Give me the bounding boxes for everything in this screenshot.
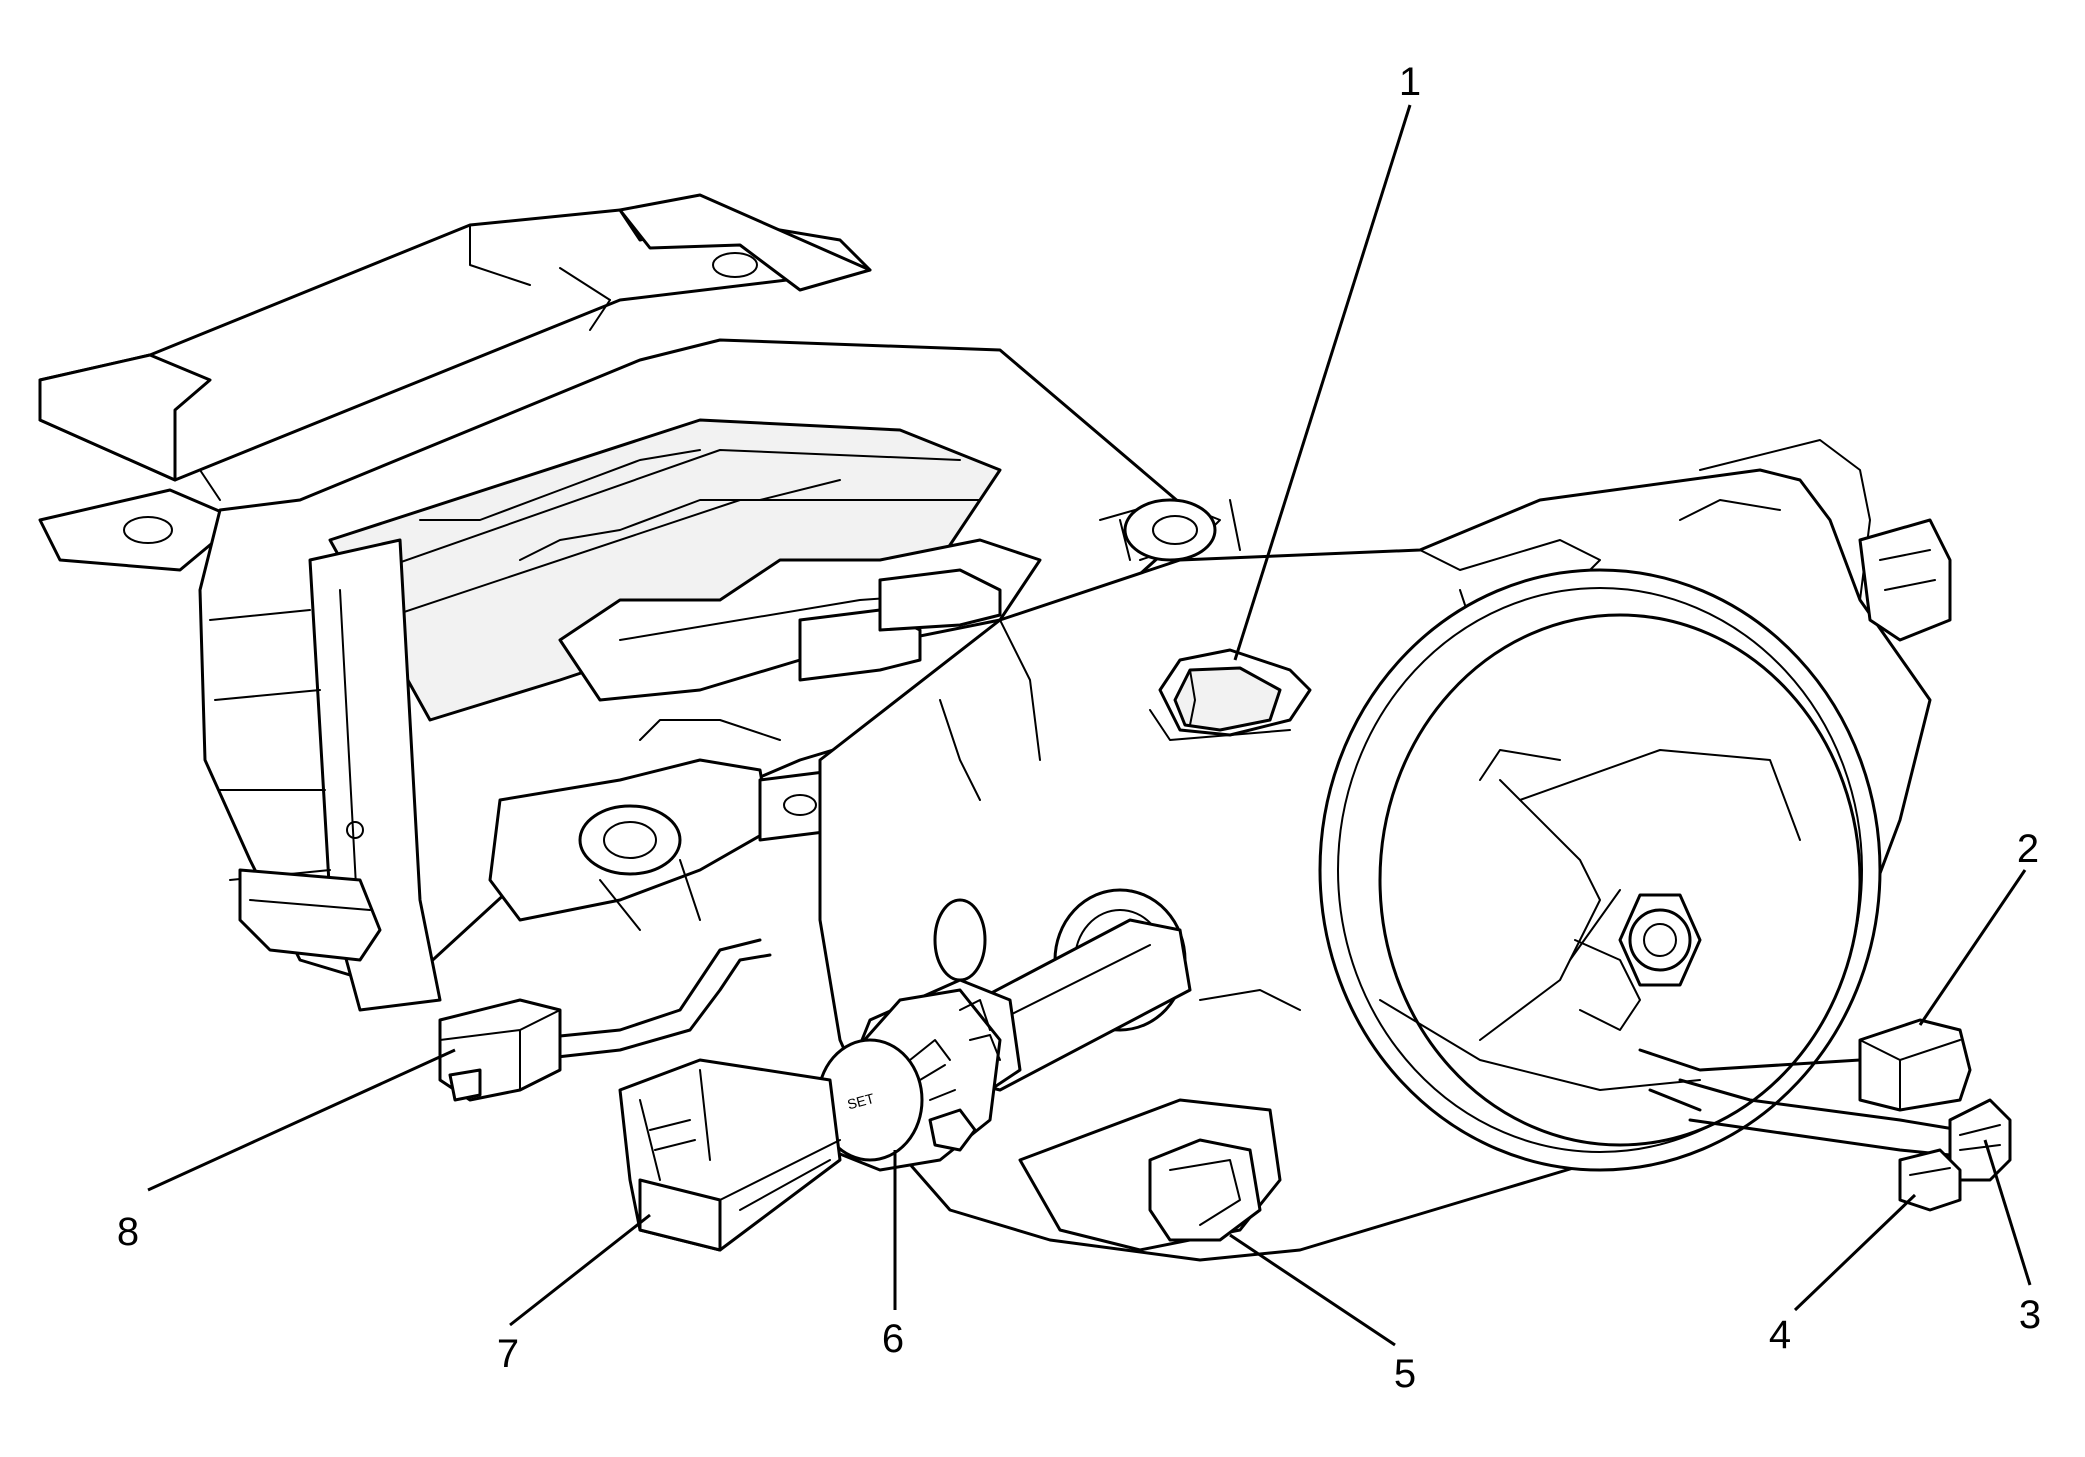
callout-5: 5 (1394, 1352, 1416, 1396)
leader-8 (147, 1048, 456, 1192)
leader-3 (1983, 1139, 2032, 1286)
callout-labels: 1 2 3 4 5 6 7 8 (117, 60, 2041, 1396)
callout-1: 1 (1399, 60, 1421, 104)
callout-8: 8 (117, 1210, 139, 1254)
callout-7: 7 (497, 1332, 519, 1376)
connector-2 (1858, 1018, 1972, 1112)
column-frame (198, 338, 1241, 1012)
connector-8 (438, 938, 772, 1102)
callout-4: 4 (1769, 1313, 1791, 1357)
multifunction-lever: SET (816, 888, 1192, 1172)
leader-7 (509, 1213, 651, 1327)
switch-5 (1018, 1098, 1282, 1252)
bracket-hole-right (712, 252, 758, 278)
leader-1 (1233, 104, 1412, 661)
connector-7 (618, 1058, 842, 1252)
callout-6: 6 (882, 1317, 904, 1361)
leader-4 (1793, 1193, 1917, 1312)
callout-2: 2 (2017, 827, 2039, 871)
ignition-switch (1149, 648, 1312, 741)
callout-leaders (147, 104, 2032, 1347)
callout-3: 3 (2019, 1293, 2041, 1337)
knob-marking: SET (845, 1090, 876, 1113)
leader-5 (1229, 1233, 1396, 1347)
leader-2 (1918, 869, 2027, 1026)
steering-column-shroud (818, 439, 1952, 1262)
